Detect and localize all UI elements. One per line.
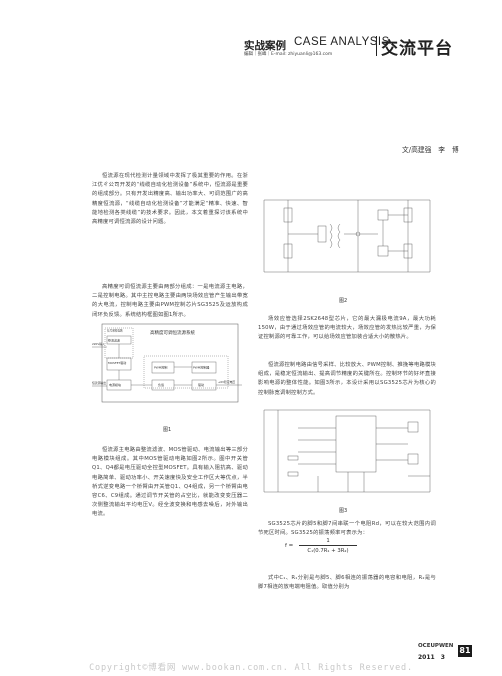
formula-numerator: 1 [299,537,357,546]
figure-1-block-diagram: 高精度可调恒流源系统 整流滤波 信号采样电路 MOSFET驱动 PWM控制 PW… [92,323,242,403]
fig1-block-label: 信号采样电路 [107,329,123,333]
fig1-block-pwm [151,361,175,374]
fig1-block-label: 电源模块 [109,382,121,387]
right-paragraph-1: 场效应管选择2SK2648型芯片，它的最大漏极电流9A，最大功耗150W，由于通… [258,316,436,341]
fig1-output-label: 恒流源输出 [92,381,106,385]
column-title: 交流平台 [381,39,453,59]
fig1-input-label: 220V输入 [92,342,105,346]
editor-contact: 编辑｜张峰｜E-mail: zhiyuanli@163.com [244,52,333,57]
figure-2-caption: 图2 [339,298,348,304]
copyright-watermark: Copyright©博看网 www.bookan.com.cn. All Rig… [89,663,413,673]
right-paragraph-3: SG3525芯片的脚5和脚7间串联一个电阻Rd，可以在较大范围内调节死区时间。S… [258,521,436,537]
figure-2-mos-driver-circuit [263,199,431,273]
left-paragraph-3: 恒流源主电路由整流滤波、MOS管驱动、电流输出等三部分电路模块组成。其中MOS管… [92,447,248,518]
fig1-voltage-label: →0V稳定电压 [218,380,235,384]
section-title-cn: 实战案例 [244,40,286,52]
formula-lhs: f = [285,543,294,549]
fig1-block-label: MOSFET驱动 [108,360,126,365]
left-paragraph-1: 恒流源在现代检测计量领域中发挥了极其重要的作用。在浙江优ㄔ公司开发的“线缆自动化… [92,173,248,226]
left-paragraph-2: 高精度可调恒流源主要由两部分组成：一是电流源主电路，二是控制电路。其中主控电路主… [92,284,248,318]
fig1-block-label: 负载 [158,382,164,387]
figure-3-control-circuit [263,409,431,493]
fig1-outer-box [101,323,239,403]
right-paragraph-2: 恒流源控制电路由信号采样、比较放大、PWM控制、推挽等电路模块组成，是稳定恒流输… [258,362,436,396]
figure-1-caption: 图1 [163,427,172,433]
fig1-block-pwm-ctrl [191,361,217,374]
issue-date: 2011 3 [418,654,445,661]
fig1-block-label: 驱动 [198,382,204,387]
right-paragraph-4: 式中C₁、R₁分别是与脚5、脚6相连的振荡器的电容和电阻，R₂是与脚7相连的放电… [258,575,436,591]
fig1-dashed-right [143,355,229,389]
figure-3-caption: 图3 [339,508,348,514]
header-divider [376,36,377,56]
fig1-block-label: PWM控制 [154,365,167,370]
section-title-en: CASE ANALYSIS [294,36,390,48]
author-line: 文/高建强 李 博 [402,146,459,154]
fig1-block-label: PWM控制器 [193,365,209,370]
formula-denominator: C₁(0.7R₁ + 3R₂) [307,548,349,554]
fig1-title: 高精度可调恒流源系统 [150,329,195,336]
page-number: 81 [458,645,472,657]
fig1-block-label: 整流滤波 [108,338,120,343]
magazine-logo: OCEUPWEN [418,643,454,649]
